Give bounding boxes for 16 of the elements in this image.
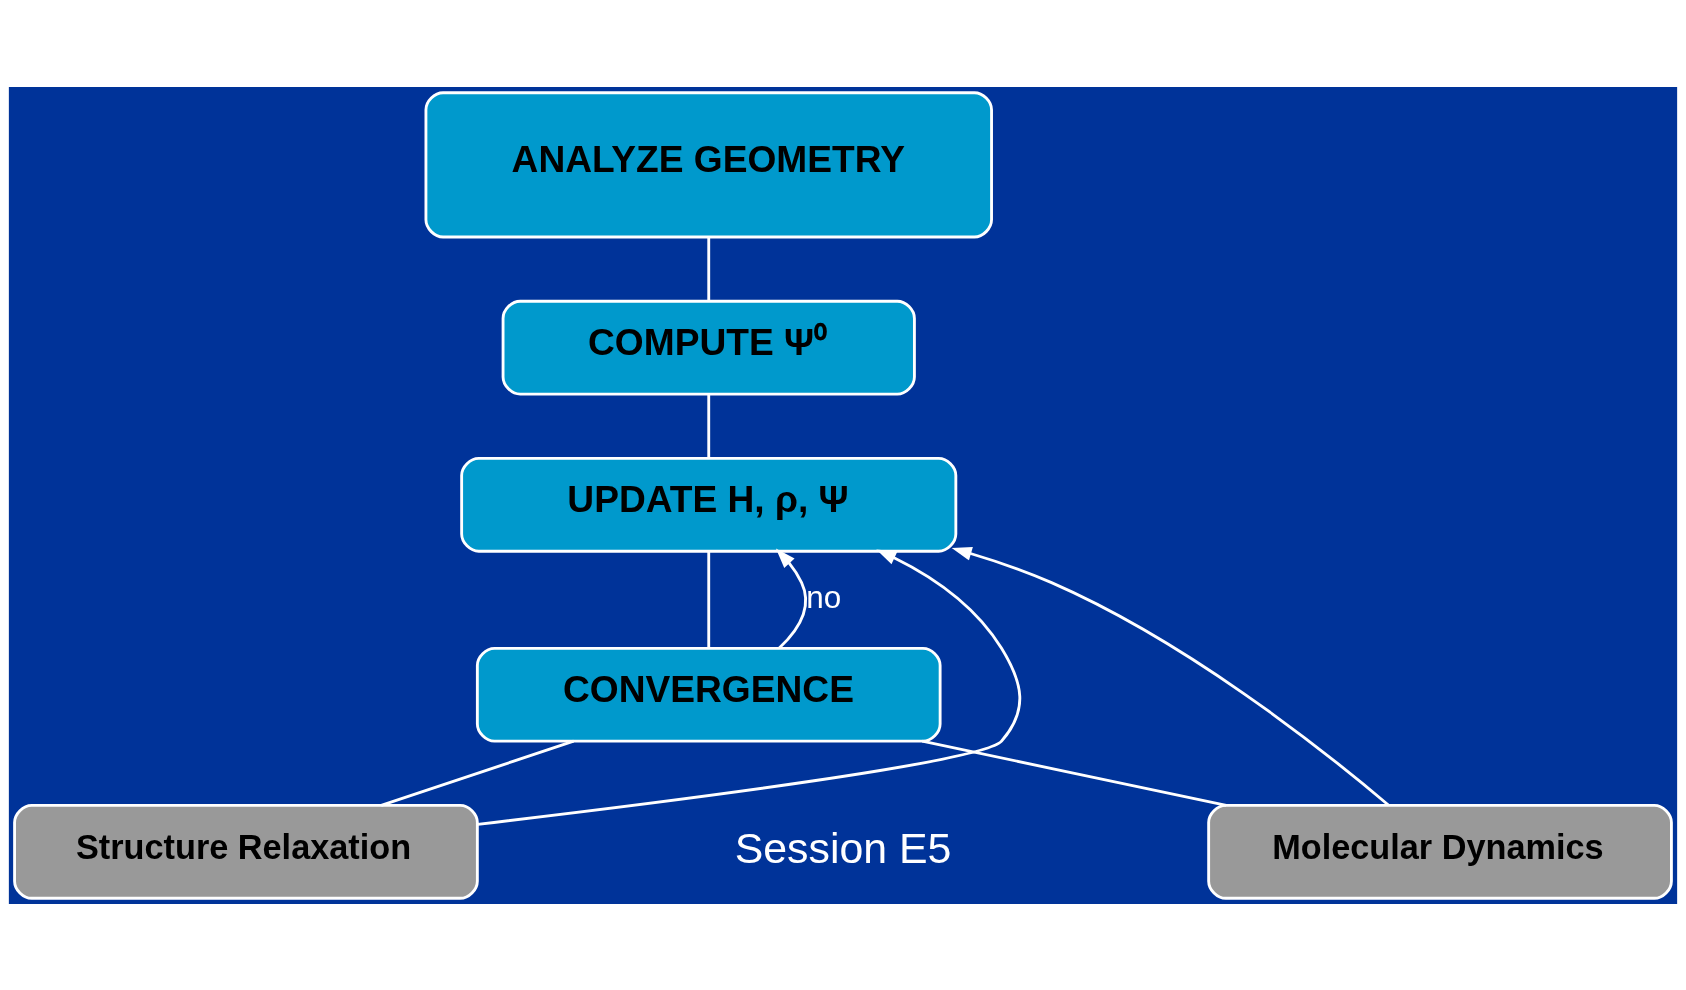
connector bbox=[707, 236, 711, 301]
arrow bbox=[775, 547, 808, 649]
connector bbox=[707, 393, 711, 458]
node-box: Structure Relaxation bbox=[13, 803, 479, 900]
node-box: ANALYZE GEOMETRY bbox=[424, 90, 993, 238]
node-box: UPDATE H, ρ, Ψ bbox=[460, 456, 958, 553]
arrow bbox=[477, 548, 1022, 826]
connector bbox=[921, 739, 1227, 807]
node-box: CONVERGENCE bbox=[475, 646, 942, 743]
node-box: Molecular Dynamics bbox=[1207, 803, 1673, 900]
connector bbox=[380, 739, 575, 807]
arrow bbox=[951, 546, 1390, 806]
label: Session E5 bbox=[734, 823, 952, 872]
connector bbox=[707, 551, 711, 648]
edge-label: no bbox=[806, 579, 842, 615]
node-box: COMPUTE Ψ⁰ bbox=[501, 299, 916, 395]
